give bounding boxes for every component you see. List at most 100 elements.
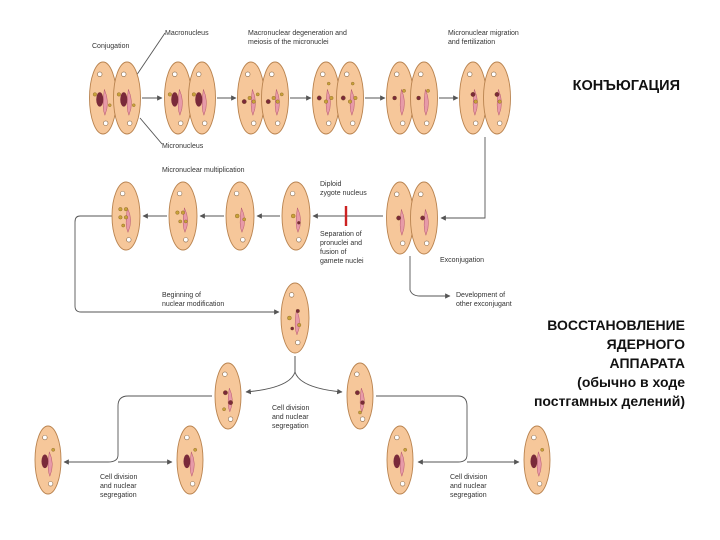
cell-body	[214, 362, 242, 430]
micronucleus	[297, 323, 302, 327]
label-cell-division-left: Cell division and nuclear segregation	[100, 474, 139, 499]
vacuole	[97, 71, 103, 77]
flow-arrow	[440, 137, 486, 221]
vacuole	[400, 120, 406, 126]
cell-body	[280, 282, 310, 354]
micronucleus	[223, 390, 228, 396]
micronucleus	[392, 95, 397, 101]
micronucleus	[324, 99, 328, 104]
paramecium-cell	[164, 61, 192, 135]
vacuole	[251, 120, 257, 126]
paramecium-cell	[280, 282, 310, 354]
flow-arrow	[135, 32, 166, 77]
vacuole	[42, 434, 48, 441]
label-micronucleus: Micronucleus	[162, 143, 204, 150]
flow-arrow	[63, 395, 212, 465]
oral-groove	[295, 207, 301, 233]
paramecium-cell	[89, 61, 117, 135]
oral-groove	[102, 88, 108, 116]
micronucleus	[295, 309, 300, 313]
oral-groove	[294, 308, 300, 336]
paramecium-cell	[281, 181, 311, 251]
micronucleus	[426, 89, 430, 93]
vacuole	[183, 237, 189, 243]
micronucleus	[470, 92, 476, 97]
label-separation: Separation of pronuclei and fusion of ga…	[320, 231, 364, 265]
labels-layer: Conjugation Macronucleus Micronucleus Ma…	[92, 30, 521, 499]
vacuole	[289, 292, 295, 298]
vacuole	[473, 120, 479, 126]
oral-groove	[227, 387, 233, 413]
cell-body	[483, 61, 511, 135]
micronucleus	[279, 92, 284, 97]
vacuole	[491, 71, 497, 77]
flow-arrow	[409, 256, 451, 299]
micronucleus	[396, 215, 401, 221]
vacuole	[531, 434, 537, 441]
micronucleus	[193, 448, 197, 452]
vacuole	[222, 371, 228, 377]
micronucleus	[121, 223, 125, 228]
micronucleus	[124, 207, 128, 212]
ru-restore-block: ВОССТАНОВЛЕНИЕ ЯДЕРНОГО АППАРАТА (обычно…	[470, 316, 685, 411]
vacuole	[394, 434, 400, 441]
micronucleus	[92, 92, 97, 97]
micronucleus	[108, 103, 112, 107]
vacuole	[360, 416, 366, 422]
oral-groove	[359, 387, 365, 413]
label-conjugation: Conjugation	[92, 43, 129, 50]
vacuole	[497, 120, 503, 126]
micronucleus	[116, 92, 121, 97]
vacuole	[190, 481, 196, 487]
micronucleus	[251, 99, 256, 104]
micronucleus	[291, 213, 296, 219]
micronucleus	[247, 96, 252, 100]
ru-restore-line-4: (обычно в ходе	[577, 374, 685, 390]
macronucleus	[530, 454, 538, 469]
vacuole	[120, 190, 126, 197]
vacuole	[320, 71, 326, 77]
micronucleus	[340, 95, 346, 101]
micronucleus	[191, 92, 196, 97]
macronucleus	[96, 92, 104, 107]
paramecium-cell	[188, 61, 216, 135]
vacuole	[467, 71, 473, 77]
micronucleus	[242, 217, 246, 222]
paramecium-cell	[386, 425, 414, 495]
micronucleus	[316, 95, 322, 101]
micronucleus	[351, 81, 355, 86]
cell-body	[168, 181, 198, 251]
oral-groove	[399, 88, 405, 116]
macronucleus	[195, 92, 203, 107]
vacuole	[202, 120, 208, 126]
vacuole	[172, 71, 178, 77]
paramecium-cell	[176, 425, 204, 495]
micronucleus	[51, 448, 55, 452]
micronucleus	[360, 400, 365, 405]
oral-groove	[239, 207, 245, 233]
micronucleus	[181, 210, 185, 215]
ru-title: КОНЪЮГАЦИЯ	[572, 78, 680, 94]
paramecium-cell	[225, 181, 255, 251]
label-macronucleus: Macronucleus	[165, 30, 209, 37]
paramecium-cell	[111, 181, 141, 251]
label-migration: Micronuclear migration and fertilization	[448, 30, 521, 46]
micronucleus	[416, 95, 421, 101]
vacuole	[126, 237, 132, 243]
micronucleus	[241, 99, 247, 104]
micronucleus	[355, 390, 360, 396]
macronucleus	[171, 92, 179, 107]
flow-arrow	[294, 356, 343, 395]
micronucleus	[329, 96, 334, 100]
vacuole	[103, 120, 109, 126]
vacuole	[418, 71, 424, 77]
vacuole	[350, 120, 356, 126]
macronucleus	[393, 454, 401, 469]
cell-body	[410, 61, 438, 135]
ru-restore-line-2: ЯДЕРНОГО	[606, 336, 685, 352]
micronucleus	[222, 407, 226, 411]
macronucleus	[120, 92, 128, 107]
micronucleus	[118, 207, 123, 212]
flow-arrow	[376, 395, 468, 465]
